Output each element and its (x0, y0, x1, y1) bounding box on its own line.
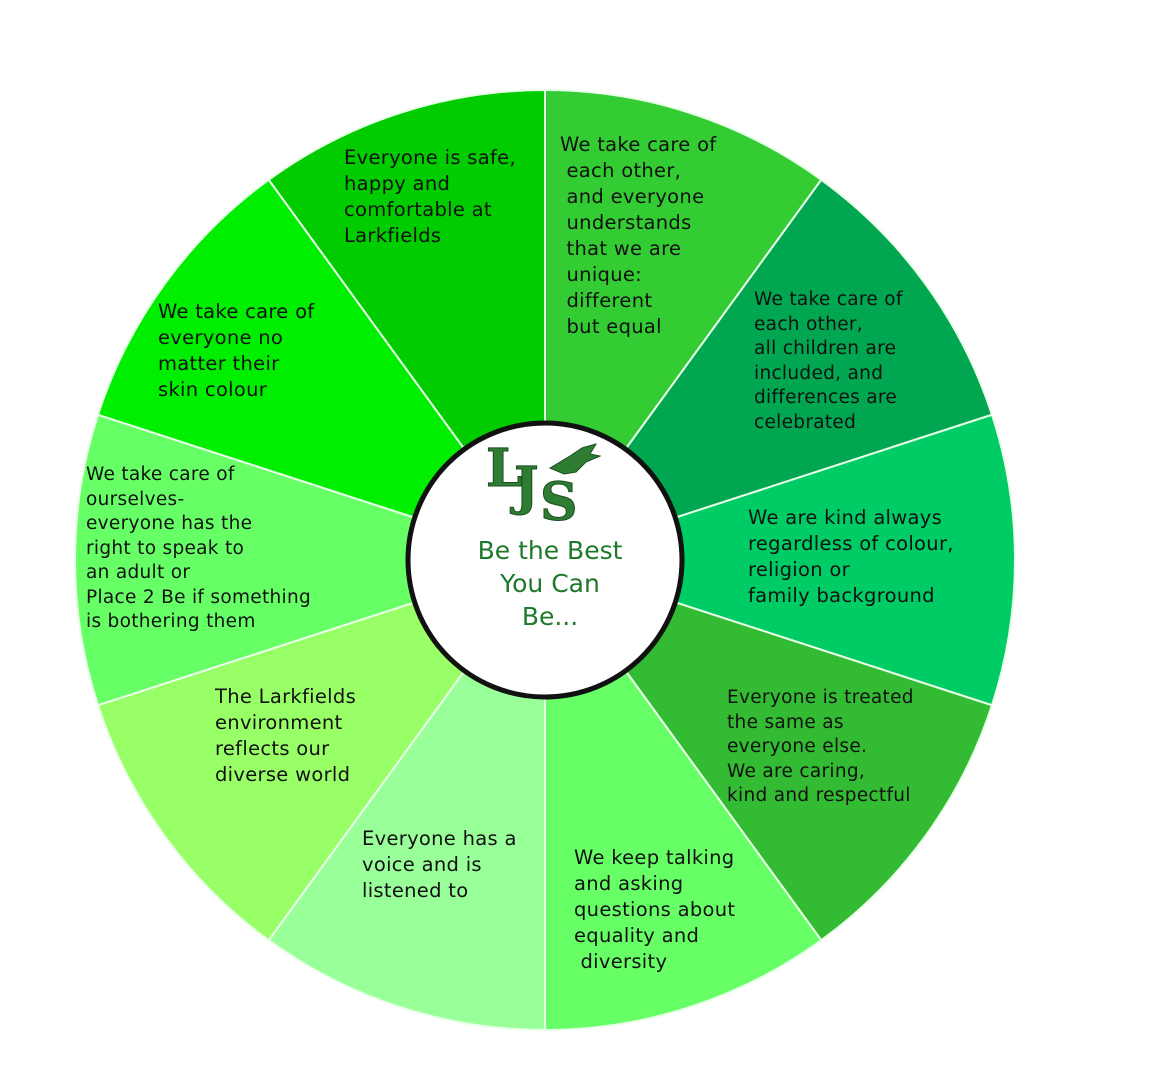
segment-text-upper-left: We take care of everyone no matter their… (158, 300, 315, 401)
wheel-segment-left (74, 413, 549, 707)
segment-text-bottom-left: Everyone has a voice and is listened to (362, 827, 517, 902)
segment-text-top-right: We take care of each other, and everyone… (560, 133, 717, 338)
svg-text:L: L (486, 438, 523, 499)
segment-text-left: We take care of ourselves- everyone has … (86, 464, 312, 632)
school-logo: L J S (478, 426, 618, 534)
segment-text-right: We are kind always regardless of colour,… (748, 506, 954, 607)
wheel-segment-upper-left (96, 178, 548, 562)
svg-text:S: S (540, 472, 578, 526)
wheel-segment-lower-left (96, 558, 548, 942)
segment-text-upper-right: We take care of each other, all children… (754, 289, 903, 433)
segment-text-top-left: Everyone is safe, happy and comfortable … (344, 146, 516, 247)
svg-text:J: J (510, 456, 539, 517)
bird-icon (548, 443, 602, 475)
wheel-segment-lower-right (542, 558, 994, 942)
wheel-segment-upper-right (542, 178, 994, 562)
segment-text-bottom-right: We keep talking and asking questions abo… (574, 846, 736, 973)
segment-text-lower-right: Everyone is treated the same as everyone… (727, 687, 914, 806)
center-tagline: Be the Best You Can Be... (477, 536, 623, 631)
wheel-segment-right (541, 413, 1016, 707)
segment-text-lower-left: The Larkfields environment reflects our … (215, 685, 357, 786)
center-circle (405, 420, 685, 700)
